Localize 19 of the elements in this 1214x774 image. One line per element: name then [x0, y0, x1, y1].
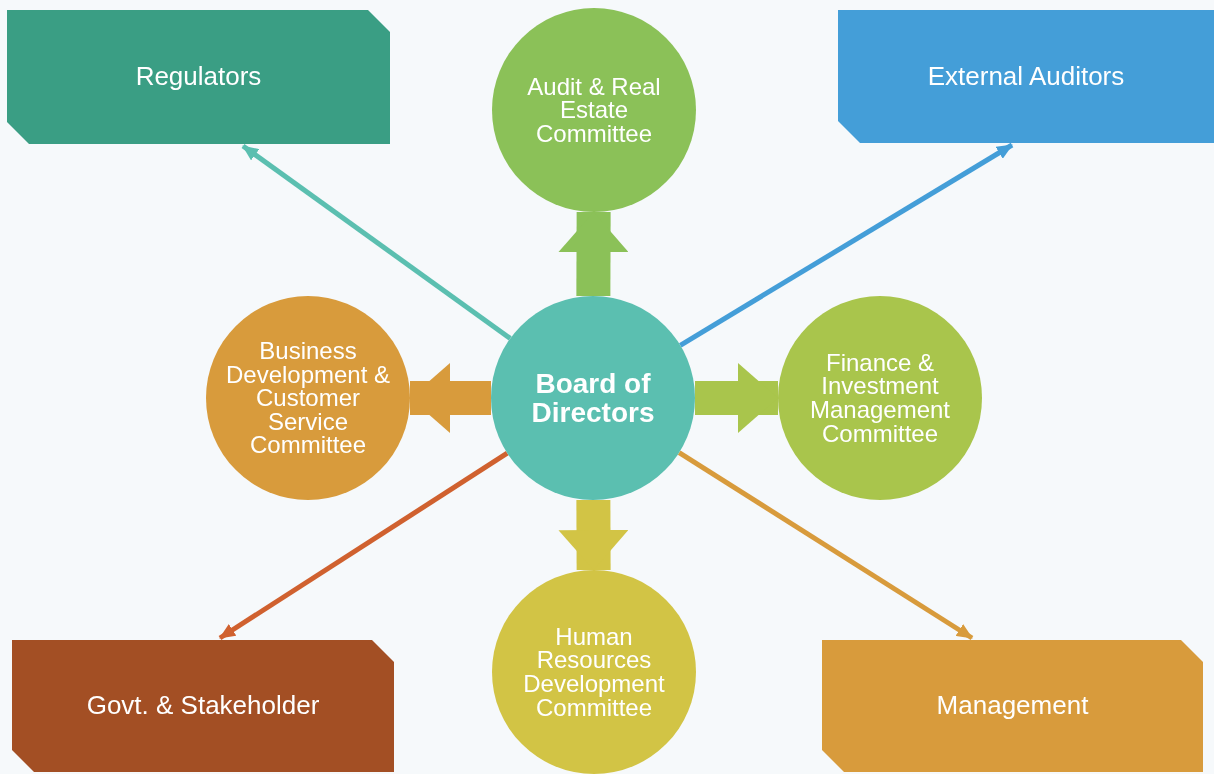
arrow — [241, 143, 512, 341]
role-box — [838, 10, 1214, 143]
arrow — [677, 450, 974, 641]
node-label: Human Resources Development Committee — [522, 624, 666, 720]
block-arrow — [558, 211, 629, 297]
node-label: Regulators — [134, 64, 263, 90]
arrow — [679, 142, 1014, 348]
arrow — [218, 451, 509, 641]
node-label: Govt. & Stakeholder — [85, 693, 321, 719]
node-label: Board of Directors — [530, 368, 656, 428]
role-box — [822, 640, 1203, 772]
node-label: External Auditors — [926, 63, 1126, 90]
role-box — [12, 640, 394, 772]
node-label: Finance & Investment Management Committee — [808, 350, 952, 446]
node-label: Management — [935, 693, 1090, 719]
node-label: Audit & Real Estate Committee — [526, 74, 662, 146]
block-arrow — [558, 499, 629, 571]
node-label: Business Development & Customer Service Committee — [224, 339, 392, 457]
role-box — [7, 10, 390, 144]
